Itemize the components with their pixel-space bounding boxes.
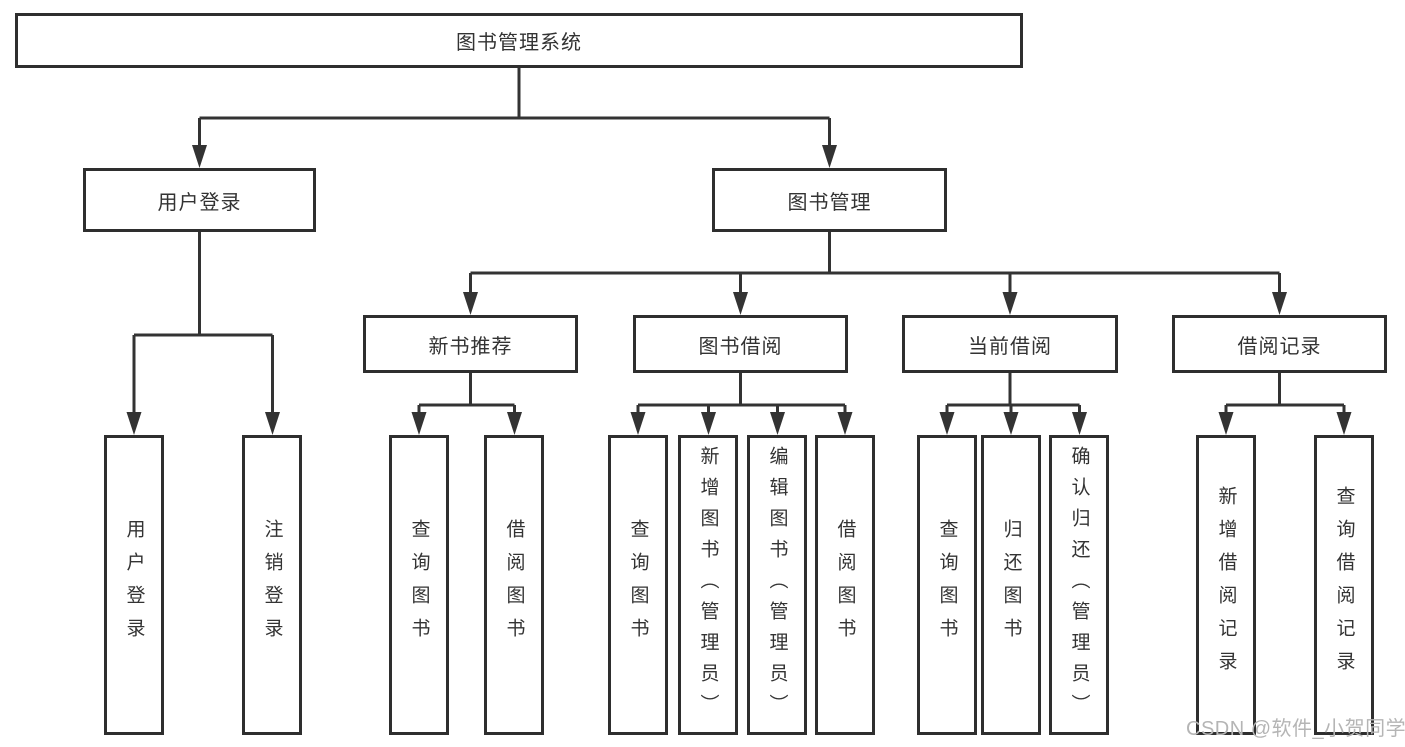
leaf-borrow-books-recommend-label: 借阅图书 bbox=[503, 519, 525, 651]
watermark: CSDN @软件_小贺同学 bbox=[1186, 718, 1405, 740]
leaf-add-borrow-record-label: 新增借阅记录 bbox=[1215, 486, 1237, 684]
leaf-user-login: 用户登录 bbox=[104, 435, 164, 735]
node-book-borrowing-label: 图书借阅 bbox=[698, 335, 783, 358]
leaf-logout-login: 注销登录 bbox=[242, 435, 302, 735]
node-book-borrowing: 图书借阅 bbox=[633, 315, 848, 373]
node-root-label: 图书管理系统 bbox=[456, 32, 582, 54]
leaf-query-books-current: 查询图书 bbox=[917, 435, 977, 735]
node-current-borrowing: 当前借阅 bbox=[902, 315, 1118, 373]
leaf-query-borrow-record-label: 查询借阅记录 bbox=[1333, 486, 1355, 684]
leaf-logout-login-label: 注销登录 bbox=[261, 519, 283, 651]
node-book-management-label: 图书管理 bbox=[787, 191, 872, 214]
leaf-user-login-label: 用户登录 bbox=[123, 519, 145, 651]
leaf-query-books-recommend-label: 查询图书 bbox=[408, 519, 430, 651]
node-borrow-records: 借阅记录 bbox=[1172, 315, 1387, 373]
leaf-query-books-borrow-label: 查询图书 bbox=[627, 519, 649, 651]
leaf-borrow-books: 借阅图书 bbox=[815, 435, 875, 735]
leaf-add-books-admin: 新增图书（管理员） bbox=[678, 435, 738, 735]
node-book-management: 图书管理 bbox=[712, 168, 947, 232]
node-user-login-label: 用户登录 bbox=[157, 191, 242, 214]
leaf-query-books-current-label: 查询图书 bbox=[936, 519, 958, 651]
leaf-add-books-admin-label: 新增图书（管理员） bbox=[697, 445, 719, 725]
node-new-book-recommend: 新书推荐 bbox=[363, 315, 578, 373]
leaf-query-borrow-record: 查询借阅记录 bbox=[1314, 435, 1374, 735]
leaf-edit-books-admin-label: 编辑图书（管理员） bbox=[766, 445, 788, 725]
node-current-borrowing-label: 当前借阅 bbox=[968, 335, 1052, 358]
leaf-borrow-books-recommend: 借阅图书 bbox=[484, 435, 544, 735]
leaf-return-books: 归还图书 bbox=[981, 435, 1041, 735]
leaf-confirm-return-admin-label: 确认归还（管理员） bbox=[1068, 445, 1090, 725]
leaf-confirm-return-admin: 确认归还（管理员） bbox=[1049, 435, 1109, 735]
node-new-book-recommend-label: 新书推荐 bbox=[428, 335, 513, 358]
leaf-query-books-borrow: 查询图书 bbox=[608, 435, 668, 735]
leaf-add-borrow-record: 新增借阅记录 bbox=[1196, 435, 1256, 735]
leaf-query-books-recommend: 查询图书 bbox=[389, 435, 449, 735]
leaf-return-books-label: 归还图书 bbox=[1000, 519, 1022, 651]
node-borrow-records-label: 借阅记录 bbox=[1237, 335, 1322, 358]
leaf-edit-books-admin: 编辑图书（管理员） bbox=[747, 435, 807, 735]
node-user-login: 用户登录 bbox=[83, 168, 316, 232]
leaf-borrow-books-label: 借阅图书 bbox=[834, 519, 856, 651]
node-root-system: 图书管理系统 bbox=[15, 13, 1023, 68]
